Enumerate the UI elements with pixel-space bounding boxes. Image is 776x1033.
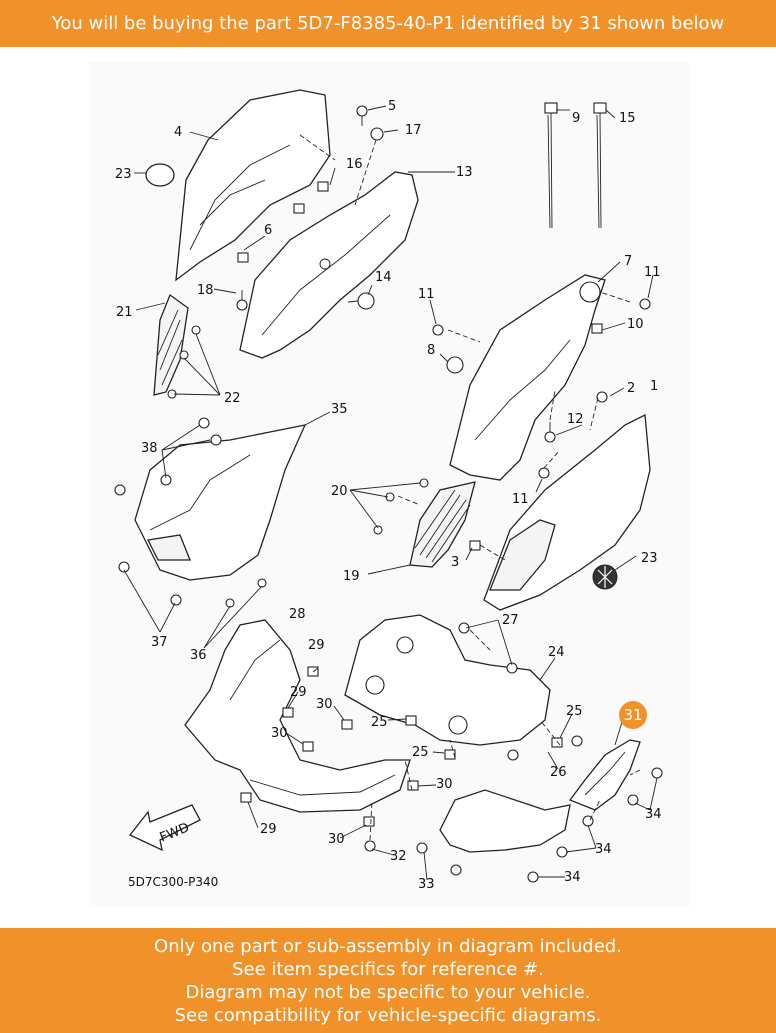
callout-30c: 30	[436, 777, 453, 792]
callout-20: 20	[331, 484, 348, 499]
part-28-under-cowl	[184, 619, 411, 813]
callout-38: 38	[141, 441, 158, 456]
header-text: You will be buying the part 5D7-F8385-40…	[51, 13, 725, 34]
callout-labels: 1 2 3 4 5 6 7 8 9 10 11 11 11 12 13 14 1…	[115, 99, 662, 892]
callout-13: 13	[456, 165, 473, 180]
callout-28: 28	[289, 607, 306, 622]
callout-5: 5	[388, 99, 396, 114]
callout-25b: 25	[412, 745, 429, 760]
callout-11b: 11	[418, 287, 435, 302]
callout-33: 33	[418, 877, 435, 892]
header-banner: You will be buying the part 5D7-F8385-40…	[0, 0, 776, 47]
part-31-cover	[568, 739, 641, 811]
part-32-lower-piece	[439, 789, 571, 853]
hardware	[114, 105, 663, 883]
callout-23b: 23	[641, 551, 658, 566]
part-21-vent	[153, 293, 189, 396]
cable-ties	[544, 102, 607, 229]
dashed-fastener-lines	[299, 134, 641, 841]
part-1-side-cover	[483, 413, 651, 611]
callout-29b: 29	[290, 685, 307, 700]
callout-1: 1	[650, 379, 658, 394]
callout-2: 2	[627, 381, 635, 396]
part-4-upper-cowl	[145, 89, 331, 282]
footer-line: Only one part or sub-assembly in diagram…	[154, 935, 622, 957]
callout-36: 36	[190, 648, 207, 663]
callout-29c: 29	[260, 822, 277, 837]
callout-21: 21	[116, 305, 133, 320]
footer-line: See compatibility for vehicle-specific d…	[174, 1004, 602, 1026]
leader-lines	[123, 105, 658, 881]
callout-34b: 34	[595, 842, 612, 857]
callout-23a: 23	[115, 167, 132, 182]
callout-25a: 25	[371, 715, 388, 730]
callout-16: 16	[346, 157, 363, 172]
parts-diagram: FWD	[0, 47, 776, 927]
callout-31: 31	[623, 706, 642, 724]
callout-7: 7	[624, 254, 632, 269]
callout-15: 15	[619, 111, 636, 126]
diagram-code: 5D7C300-P340	[128, 875, 218, 889]
callout-17: 17	[405, 123, 422, 138]
callout-29a: 29	[308, 638, 325, 653]
callout-25c: 25	[566, 704, 583, 719]
highlight-marker	[619, 701, 647, 729]
fwd-arrow: FWD	[128, 804, 201, 852]
footer-banner: Only one part or sub-assembly in diagram…	[0, 928, 776, 1033]
callout-32: 32	[390, 849, 407, 864]
footer-line: Diagram may not be specific to your vehi…	[185, 981, 591, 1003]
callout-11a: 11	[644, 265, 661, 280]
callout-11c: 11	[512, 492, 529, 507]
callout-12: 12	[567, 412, 584, 427]
footer-line: See item specifics for reference #.	[232, 958, 544, 980]
callout-22: 22	[224, 391, 241, 406]
callout-19: 19	[343, 569, 360, 584]
callout-30d: 30	[328, 832, 345, 847]
callout-27: 27	[502, 613, 519, 628]
part-35-lower-cowl	[134, 424, 307, 581]
callout-37: 37	[151, 635, 168, 650]
callout-10: 10	[627, 317, 644, 332]
callout-6: 6	[264, 223, 272, 238]
callout-34c: 34	[564, 870, 581, 885]
callout-30a: 30	[316, 697, 333, 712]
callout-14: 14	[375, 270, 392, 285]
callout-4: 4	[174, 125, 182, 140]
callout-24: 24	[548, 645, 565, 660]
part-7-bracket	[449, 274, 606, 481]
part-19-grille	[409, 481, 476, 568]
callout-34a: 34	[645, 807, 662, 822]
callout-8: 8	[427, 343, 435, 358]
callout-30b: 30	[271, 726, 288, 741]
callout-26: 26	[550, 765, 567, 780]
callout-9: 9	[572, 111, 580, 126]
callout-3: 3	[451, 555, 459, 570]
part-13-side-panel	[239, 171, 419, 359]
callout-35: 35	[331, 402, 348, 417]
callout-18: 18	[197, 283, 214, 298]
